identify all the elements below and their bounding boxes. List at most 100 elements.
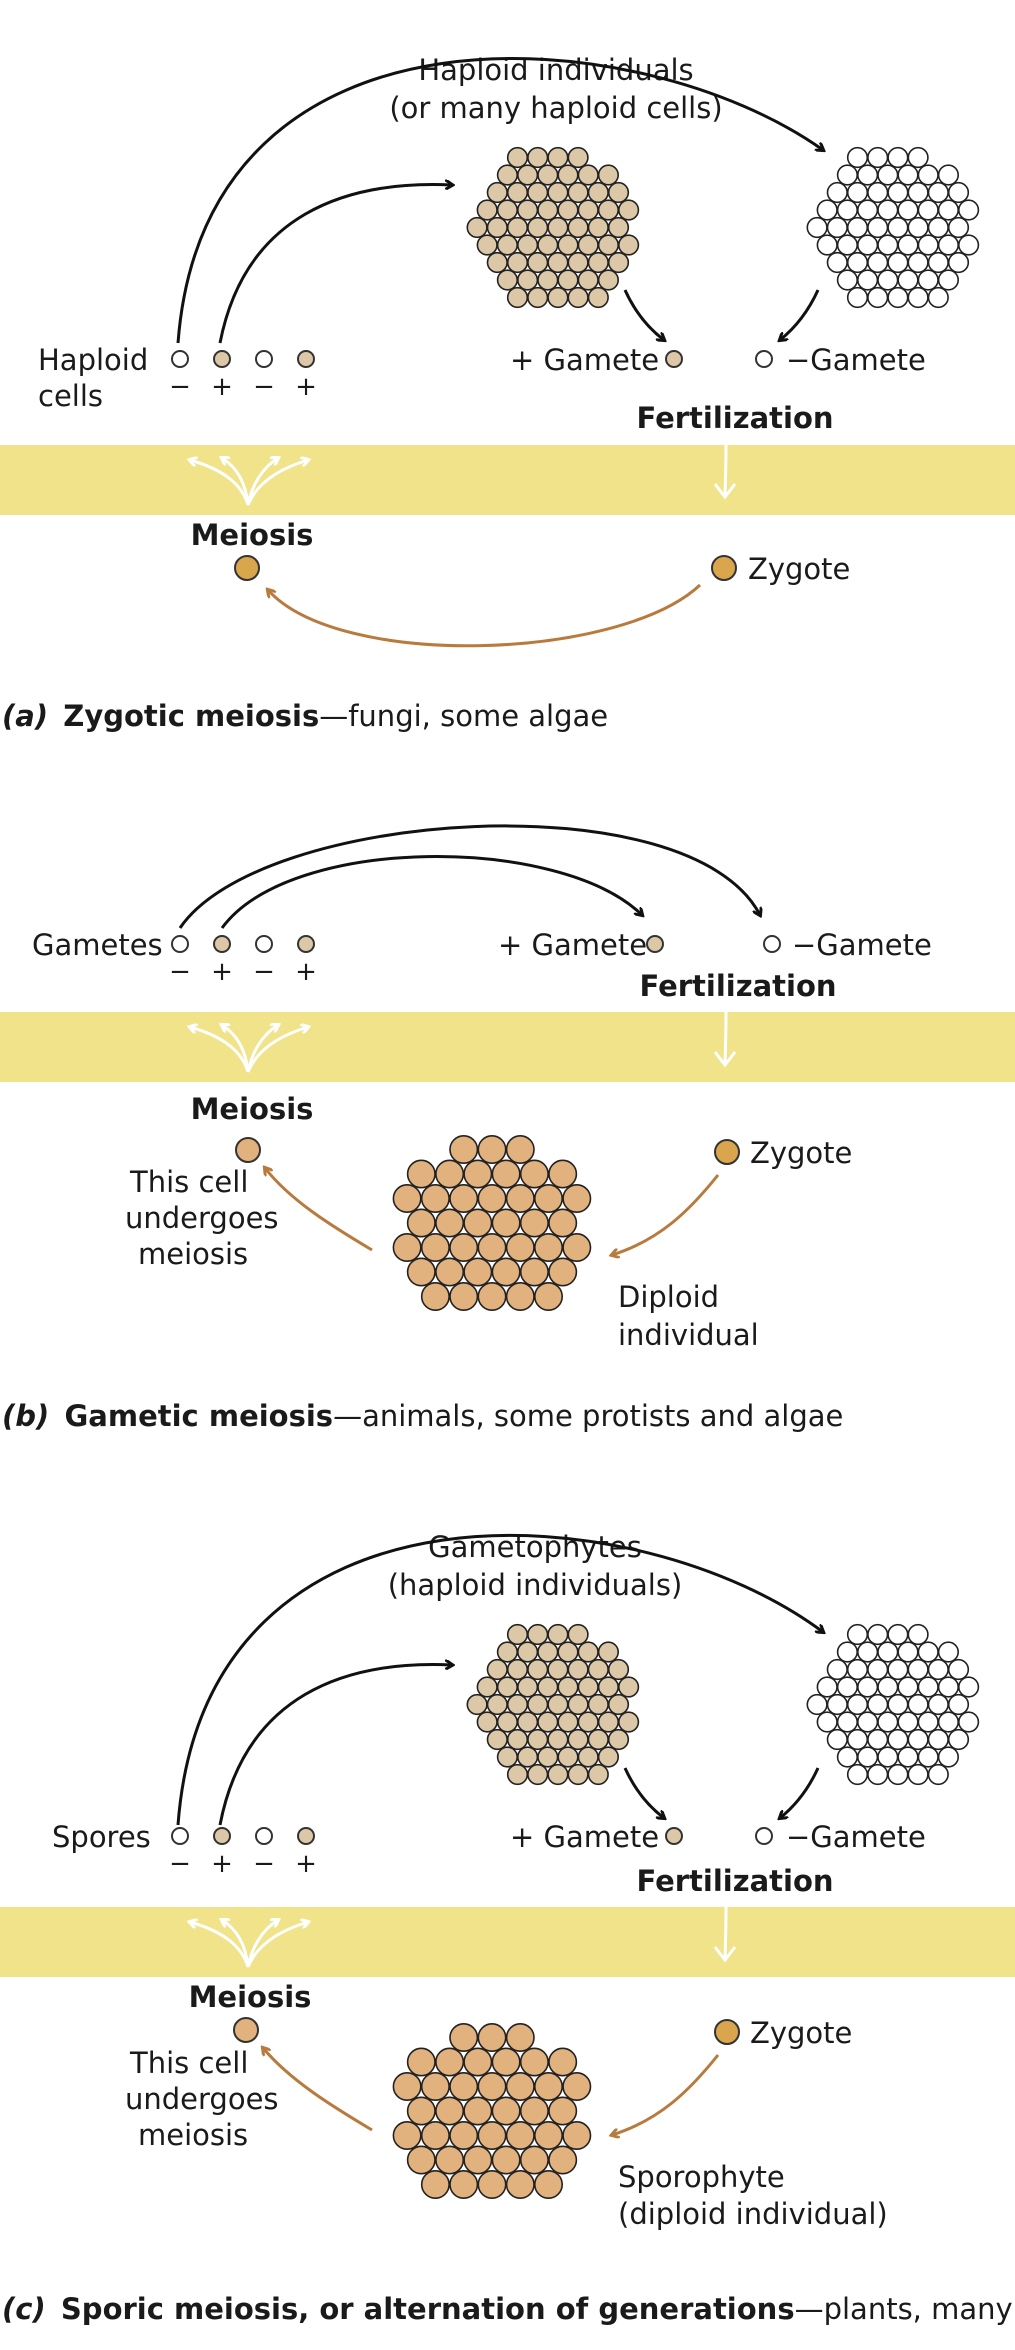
cell	[557, 1711, 579, 1733]
cell	[406, 1208, 436, 1238]
cell	[587, 216, 609, 239]
cell	[435, 2047, 465, 2077]
cell	[506, 251, 529, 274]
zygote-to-diploid-arrow	[612, 1174, 720, 1255]
sporophyte-label: Sporophyte	[618, 2160, 785, 2194]
cell	[577, 1711, 599, 1733]
fertilization-label: Fertilization	[636, 1864, 833, 1898]
outer-arrow	[176, 1533, 823, 1826]
diploid-to-meiosis-arrow	[265, 1168, 373, 1252]
plus-gamete-label: + Gamete	[510, 1820, 659, 1854]
cell	[577, 1641, 599, 1663]
cell	[907, 1693, 929, 1716]
cell	[527, 1658, 549, 1681]
sporophyte-to-meiosis-arrow	[263, 2048, 373, 2132]
cell	[477, 2121, 507, 2151]
spore-cell-minus	[255, 1827, 273, 1845]
cell	[867, 1763, 889, 1786]
cell	[867, 251, 889, 274]
cell	[420, 1233, 450, 1263]
cell	[449, 2121, 479, 2151]
cell	[917, 199, 939, 221]
cell	[496, 1746, 519, 1768]
cell	[435, 1208, 465, 1238]
cell	[947, 216, 970, 239]
panel-a: Haploid individuals (or many haploid cel…	[0, 53, 1015, 733]
cell	[548, 1159, 578, 1189]
inner-arrow	[220, 855, 642, 929]
cell	[516, 164, 539, 186]
cell	[449, 2023, 479, 2053]
cell	[435, 2145, 465, 2175]
cell	[537, 1676, 559, 1698]
cell	[577, 164, 599, 186]
gametophytes-sublabel: (haploid individuals)	[388, 1568, 683, 1602]
cell	[547, 1763, 569, 1786]
cell	[557, 234, 579, 256]
cell	[567, 1693, 589, 1716]
cell	[597, 234, 620, 256]
cell	[806, 216, 828, 239]
cell	[392, 1233, 422, 1263]
cell	[435, 1159, 465, 1189]
haploid-cells-label: Haploid	[38, 343, 148, 377]
cell	[907, 286, 929, 309]
cell	[927, 286, 949, 309]
sign-minus: −	[253, 1849, 275, 1879]
cell	[505, 1282, 535, 1312]
cell	[877, 234, 899, 256]
minus-gamete-arrow	[780, 1767, 820, 1818]
gamete-cell-plus	[297, 935, 315, 953]
cell	[496, 164, 519, 186]
zygote-label: Zygote	[750, 1136, 852, 1170]
sporophyte-sublabel: (diploid individual)	[618, 2197, 888, 2231]
cell	[927, 251, 949, 274]
cell	[607, 251, 630, 274]
haploid-cell-minus	[171, 350, 189, 368]
cell	[887, 1763, 909, 1786]
cell	[907, 216, 929, 239]
cell	[917, 1641, 939, 1663]
cell	[547, 1658, 569, 1681]
cell	[557, 1746, 579, 1768]
cell	[519, 1208, 549, 1238]
cell	[491, 1257, 521, 1287]
cell	[519, 2047, 549, 2077]
cell	[547, 286, 569, 309]
cell	[486, 1728, 508, 1751]
cell	[917, 234, 939, 256]
cell	[505, 1233, 535, 1263]
cell	[486, 251, 508, 274]
cell-note-line-1: This cell	[129, 2046, 248, 2080]
cell	[947, 1728, 970, 1751]
sign-plus: +	[295, 957, 317, 987]
cell	[867, 181, 889, 204]
meiosis-label: Meiosis	[191, 1092, 314, 1126]
cell	[607, 216, 630, 239]
cell	[856, 234, 879, 256]
cell	[420, 2121, 450, 2151]
cell	[537, 1746, 559, 1768]
meiosis-band	[0, 445, 1015, 515]
cell	[836, 199, 859, 221]
cell	[846, 146, 869, 169]
cell	[449, 1233, 479, 1263]
cell	[826, 1693, 848, 1716]
cell	[533, 2121, 563, 2151]
cell	[846, 1658, 869, 1681]
cell	[826, 251, 848, 274]
cell	[506, 181, 529, 204]
cell	[867, 286, 889, 309]
cell	[887, 1728, 909, 1751]
cell	[577, 1746, 599, 1768]
cell	[562, 1233, 592, 1263]
cell	[887, 181, 909, 204]
cell	[877, 1711, 899, 1733]
cell	[957, 1676, 980, 1698]
cell	[907, 181, 929, 204]
cell	[505, 2023, 535, 2053]
cell	[816, 1711, 838, 1733]
meiosis-cell	[234, 555, 260, 581]
cell	[597, 1746, 620, 1768]
cell	[463, 2096, 493, 2126]
